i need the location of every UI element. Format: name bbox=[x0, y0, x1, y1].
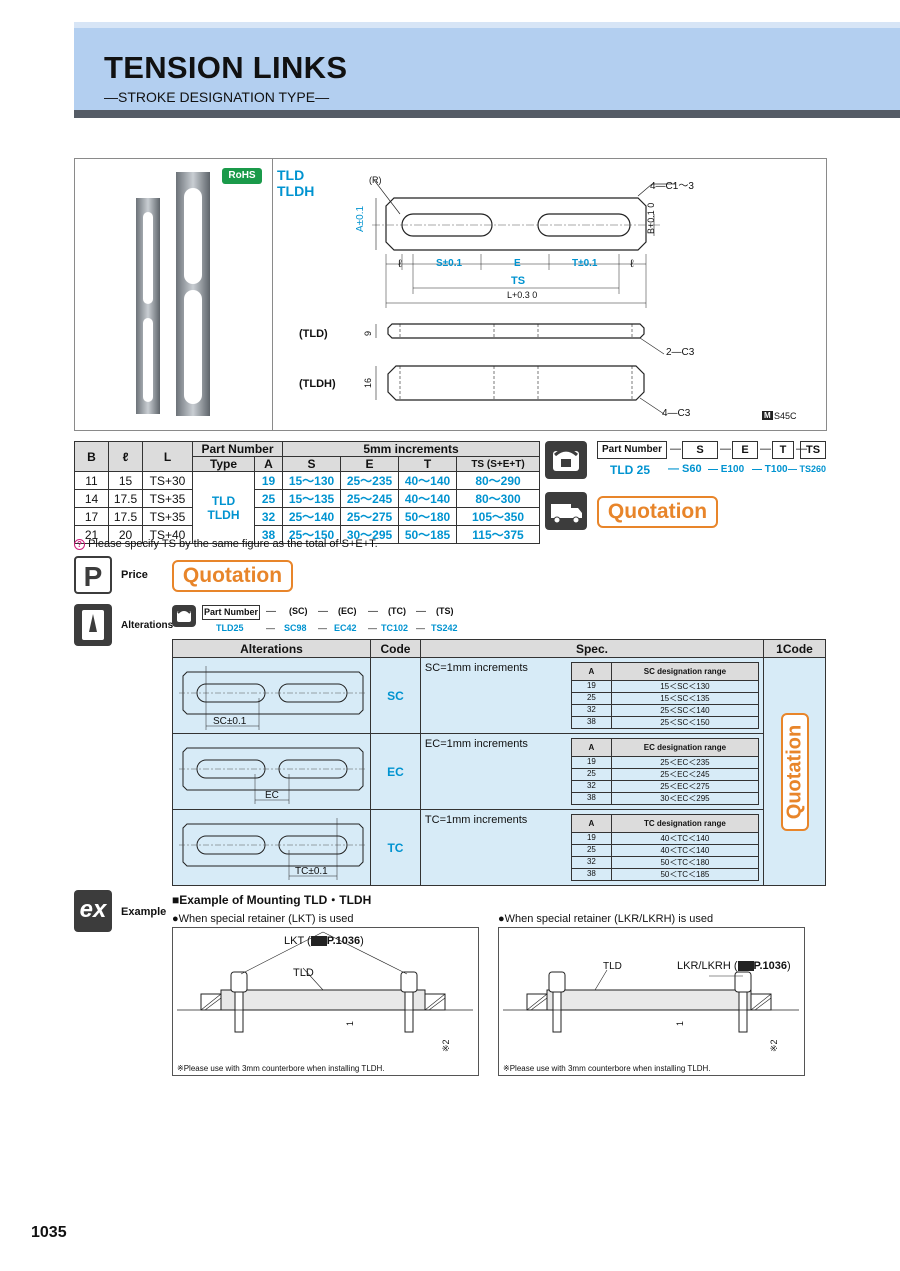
mount-left-box: LKT (P.1036) TLD 1 ※2 ※Please use with 3… bbox=[172, 927, 479, 1076]
figure-box bbox=[74, 158, 827, 431]
chamfer-2c3-label: 2—C3 bbox=[666, 347, 695, 358]
col-t: T bbox=[398, 456, 457, 472]
col-a: A bbox=[254, 456, 283, 472]
spec-table: B ℓ L Part Number 5mm increments Type A … bbox=[74, 441, 540, 544]
ec-diagram bbox=[179, 747, 367, 804]
mount-right-note: ※Please use with 3mm counterbore when in… bbox=[503, 1064, 711, 1073]
dim-b-label: B+0.1 0 bbox=[646, 202, 656, 234]
page-title: TENSION LINKS bbox=[104, 50, 348, 85]
material-mark-icon: M bbox=[762, 411, 773, 420]
material-label: S45C bbox=[774, 411, 797, 421]
alterations-icon bbox=[74, 604, 112, 646]
quotation-button-alterations[interactable]: Quotation bbox=[780, 712, 809, 831]
col-increments: 5mm increments bbox=[282, 441, 540, 457]
order-ts-box: TS bbox=[800, 441, 826, 459]
side-label-tld: (TLD) bbox=[299, 328, 328, 340]
col-s: S bbox=[282, 456, 341, 472]
alterations-label: Alterations bbox=[121, 620, 174, 631]
order-e-box: E bbox=[732, 441, 758, 459]
table-row: 14 17.5 TS+35 25 15～135 25～245 40～140 80… bbox=[74, 489, 540, 508]
product-photo bbox=[136, 172, 210, 416]
sc-diagram bbox=[179, 666, 367, 732]
header-band bbox=[74, 22, 900, 118]
code-sc: SC bbox=[369, 657, 421, 734]
side-label-tldh: (TLDH) bbox=[299, 378, 336, 390]
price-icon: P bbox=[74, 556, 112, 594]
figure-divider bbox=[272, 158, 273, 431]
type-label-tldh: TLDH bbox=[277, 183, 315, 199]
book-icon bbox=[737, 961, 754, 972]
code-tc: TC bbox=[369, 809, 421, 886]
phone-icon-alterations bbox=[172, 605, 196, 627]
col-part-number: Part Number bbox=[192, 441, 283, 457]
dim-ts-label: TS bbox=[511, 275, 526, 287]
col-alterations: Alterations bbox=[172, 639, 371, 658]
page-subtitle: —STROKE DESIGNATION TYPE— bbox=[104, 89, 330, 105]
example-left-caption: ●When special retainer (LKT) is used bbox=[172, 913, 354, 925]
rohs-badge: RoHS bbox=[222, 168, 262, 184]
code-ec: EC bbox=[369, 733, 421, 810]
col-l: ℓ bbox=[108, 441, 143, 472]
mount-right-box: TLD LKR/LKRH (P.1036) 1 ※2 ※Please use w… bbox=[498, 927, 805, 1076]
quotation-button-delivery[interactable]: Quotation bbox=[597, 496, 718, 528]
col-ts: TS (S+E+T) bbox=[456, 456, 540, 472]
dim-s-label: S±0.1 bbox=[436, 258, 463, 269]
chamfer-4c3-label: 4—C3 bbox=[662, 408, 691, 419]
ts-note: ? Please specify TS by the same figure a… bbox=[74, 538, 378, 550]
example-right-caption: ●When special retainer (LKR/LKRH) is use… bbox=[498, 913, 714, 925]
delivery-truck-icon bbox=[545, 492, 587, 530]
chamfer-top-label: 4—C1～3 bbox=[650, 181, 694, 192]
quotation-button-price[interactable]: Quotation bbox=[172, 560, 293, 592]
alterations-table: Alterations Code Spec. 1Code SC±0.1 SC bbox=[172, 639, 826, 886]
table-row: 21 20 TS+40 38 25～150 30～295 50～185 115～… bbox=[74, 525, 540, 544]
table-row: 17 17.5 TS+35 32 25～140 25～275 50～180 10… bbox=[74, 507, 540, 526]
alt-part-number-box: Part Number bbox=[202, 605, 260, 620]
order-s-box: S bbox=[682, 441, 718, 459]
col-code: Code bbox=[369, 639, 421, 658]
col-type: Type bbox=[192, 456, 255, 472]
col-b: B bbox=[74, 441, 109, 472]
tc-diagram bbox=[179, 818, 367, 880]
order-example-part: TLD 25 bbox=[610, 463, 651, 477]
book-icon bbox=[310, 936, 327, 947]
phone-icon bbox=[545, 441, 587, 479]
info-icon: ? bbox=[74, 539, 85, 550]
thickness-tldh: 16 bbox=[363, 377, 373, 388]
dim-t-label: T±0.1 bbox=[572, 258, 598, 269]
thickness-tld: 9 bbox=[363, 330, 373, 336]
dim-l-right: ℓ bbox=[630, 258, 634, 270]
example-icon: ex bbox=[74, 890, 112, 932]
dim-e-label: E bbox=[514, 258, 521, 269]
mount-left-note: ※Please use with 3mm counterbore when in… bbox=[177, 1064, 385, 1073]
technical-drawing bbox=[372, 179, 676, 415]
col-L: L bbox=[142, 441, 193, 472]
example-title: ■Example of Mounting TLD・TLDH bbox=[172, 893, 372, 907]
order-t-box: T bbox=[772, 441, 794, 459]
col-1code: 1Code bbox=[763, 639, 826, 658]
col-e: E bbox=[340, 456, 399, 472]
example-label: Example bbox=[121, 906, 167, 918]
mount-right-diagram bbox=[503, 969, 799, 1033]
order-part-number-box: Part Number bbox=[597, 441, 667, 459]
price-label: Price bbox=[121, 569, 148, 581]
dim-l-left: ℓ bbox=[398, 258, 402, 270]
col-spec: Spec. bbox=[419, 639, 765, 658]
dim-a-label: A±0.1 bbox=[355, 205, 366, 232]
dim-L-label: L+0.3 0 bbox=[507, 290, 538, 300]
page-number: 1035 bbox=[31, 1224, 67, 1241]
mount-left-diagram bbox=[177, 931, 473, 1033]
r-label: (R) bbox=[369, 175, 382, 185]
type-label-tld: TLD bbox=[277, 167, 305, 183]
